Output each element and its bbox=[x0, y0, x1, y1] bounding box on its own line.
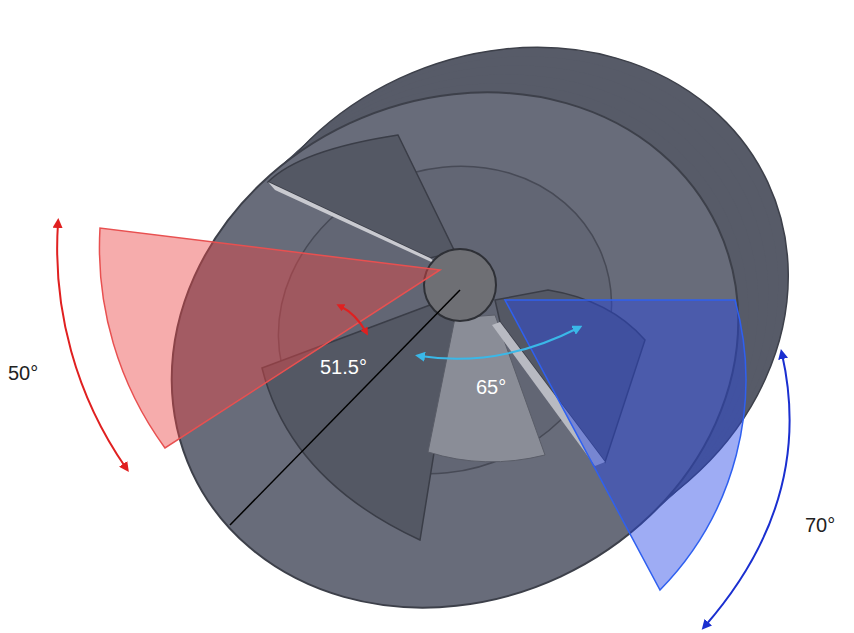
hub bbox=[424, 249, 496, 321]
angle-label: 51.5° bbox=[320, 356, 367, 378]
angle-label: 70° bbox=[805, 514, 835, 536]
red-sector bbox=[99, 228, 440, 448]
angle-label: 50° bbox=[8, 362, 38, 384]
axis-line bbox=[230, 290, 460, 525]
disc-face bbox=[87, 1, 824, 633]
angle-label: 65° bbox=[476, 376, 506, 398]
